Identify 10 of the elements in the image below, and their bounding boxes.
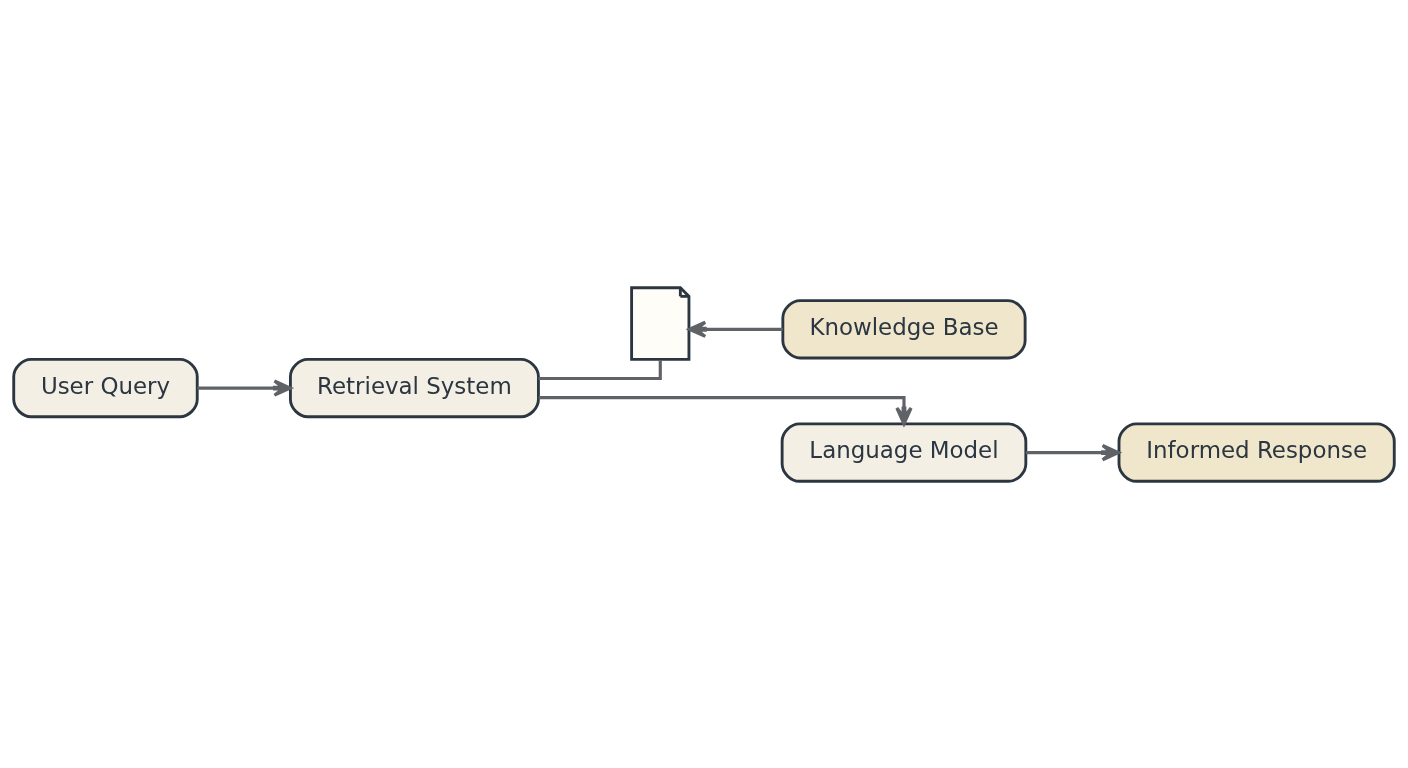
node-box: Retrieval System [289, 357, 540, 418]
node-box: User Query [12, 357, 199, 418]
arrow [538, 395, 913, 425]
node-box: Language Model [780, 422, 1028, 483]
arrow [197, 378, 292, 397]
node-box: Knowledge Base [781, 298, 1027, 359]
connector [538, 359, 662, 380]
arrow [687, 320, 783, 338]
arrow [1025, 443, 1120, 461]
node-box: Informed Response [1117, 422, 1396, 483]
